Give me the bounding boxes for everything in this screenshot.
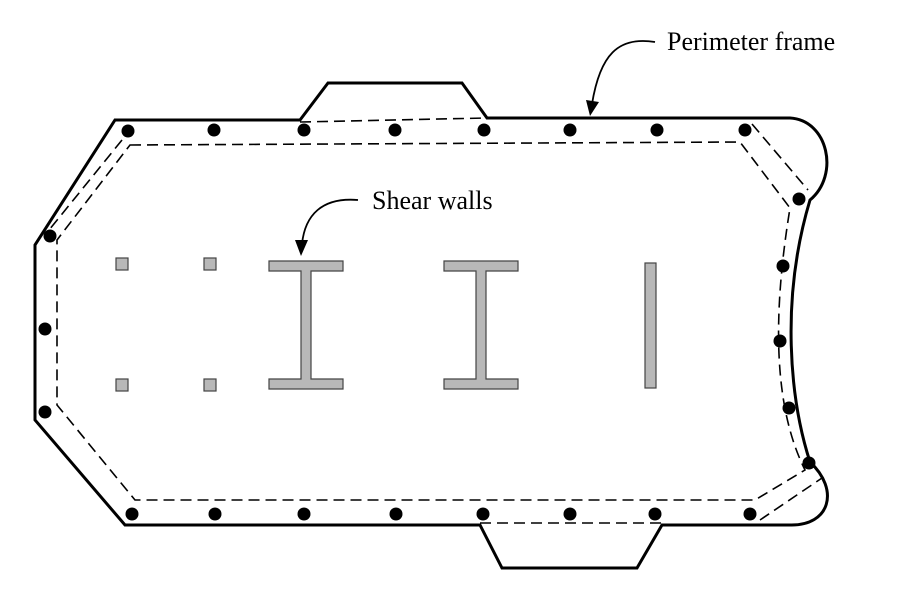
column: [802, 456, 816, 470]
perimeter-frame-label: Perimeter frame: [667, 27, 835, 56]
column: [121, 124, 135, 138]
column: [297, 507, 311, 521]
column: [738, 123, 752, 137]
shear-walls-leader: [295, 198, 359, 256]
column: [388, 123, 402, 137]
building-outline: [33, 81, 829, 570]
column: [38, 405, 52, 419]
column: [477, 123, 491, 137]
interior-column: [115, 257, 129, 271]
arrowhead-icon: [295, 240, 308, 256]
column: [43, 229, 57, 243]
column: [792, 192, 806, 206]
column: [563, 123, 577, 137]
column: [782, 401, 796, 415]
column: [648, 507, 662, 521]
shear-walls: [268, 260, 657, 390]
column: [743, 507, 757, 521]
column: [476, 507, 490, 521]
interior-columns: [115, 257, 217, 392]
shear-wall-i-left: [268, 260, 344, 390]
interior-column: [203, 257, 217, 271]
corner-dashed-line-top-right: [751, 123, 809, 191]
perimeter-frame-leader: [586, 40, 656, 116]
column: [207, 123, 221, 137]
interior-column: [115, 378, 129, 392]
shear-wall-planar: [644, 262, 657, 389]
arrowhead-icon: [586, 100, 599, 116]
perimeter-columns: [38, 123, 816, 521]
column: [389, 507, 403, 521]
shear-walls-label: Shear walls: [372, 186, 493, 215]
column: [208, 507, 222, 521]
column: [776, 259, 790, 273]
column: [38, 322, 52, 336]
perimeter-frame-line: [56, 141, 807, 501]
column: [125, 507, 139, 521]
upper-bay-dashed-line: [299, 117, 488, 123]
interior-column: [203, 378, 217, 392]
corner-dashed-line-bottom-right: [759, 477, 823, 521]
outer-dashed-line-left: [44, 139, 123, 236]
column: [650, 123, 664, 137]
column: [773, 334, 787, 348]
column: [297, 123, 311, 137]
shear-wall-i-right: [443, 260, 519, 390]
column: [563, 507, 577, 521]
